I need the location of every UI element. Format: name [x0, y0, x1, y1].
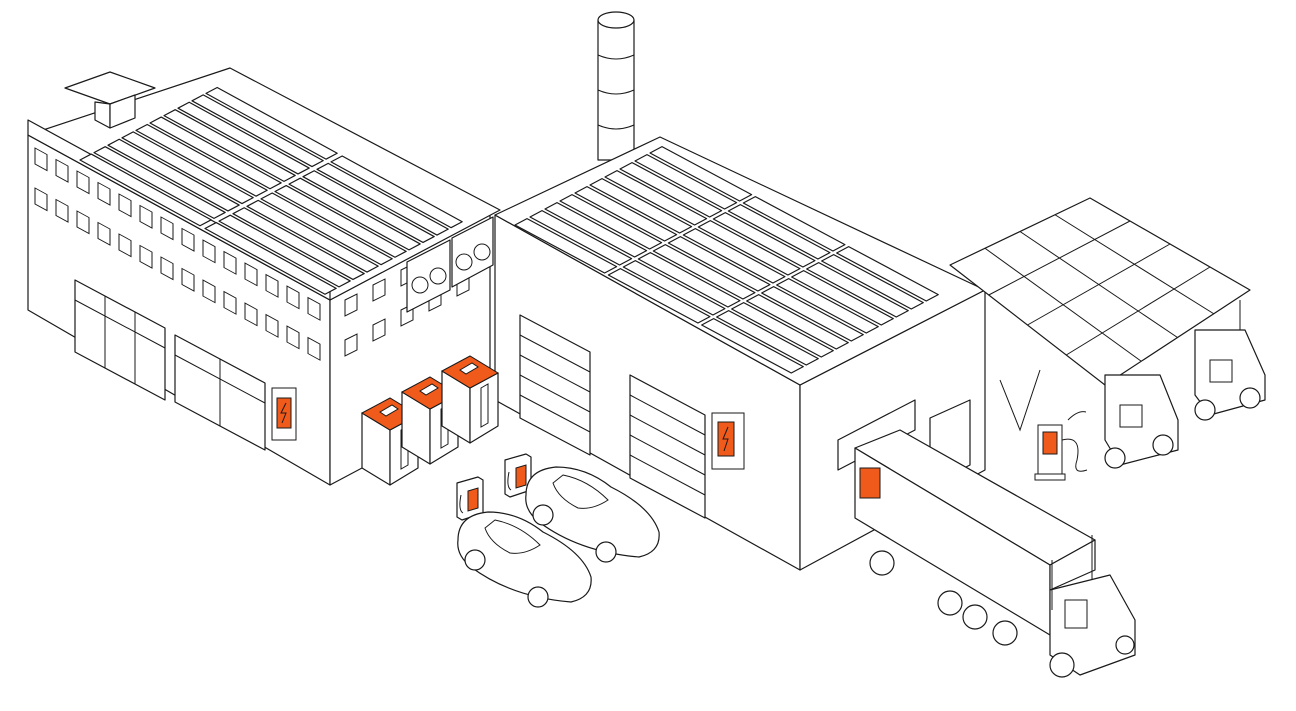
solar-panel — [191, 94, 324, 168]
solar-panel — [776, 278, 879, 334]
solar-panel — [260, 192, 393, 266]
office-roof-solar-panels — [79, 86, 463, 295]
office-windows — [34, 147, 470, 361]
solar-panel — [746, 294, 849, 350]
garage-door-1 — [74, 279, 166, 401]
solar-panel — [274, 184, 407, 258]
solar-panel — [667, 236, 771, 292]
solar-panel — [218, 214, 351, 288]
solar-panel — [716, 310, 819, 366]
solar-panel — [731, 302, 834, 358]
ac-units — [406, 216, 494, 313]
solar-panel — [821, 254, 924, 310]
chimney — [597, 11, 635, 161]
car-1 — [457, 511, 592, 608]
solar-panel — [544, 202, 648, 258]
solar-panel — [604, 170, 708, 226]
solar-panel — [589, 178, 693, 234]
solar-panel — [742, 196, 846, 252]
battery-icon — [419, 383, 439, 396]
solar-panel — [163, 109, 296, 182]
warehouse-roof-solar-panels — [514, 146, 939, 374]
solar-panel — [727, 204, 831, 260]
wall-charger-panel — [271, 387, 297, 441]
solar-panel — [619, 162, 723, 218]
solar-panel — [761, 286, 864, 342]
solar-panel — [634, 154, 738, 210]
solar-panel — [316, 162, 449, 236]
semi-truck — [854, 429, 1136, 678]
solar-panel — [607, 268, 711, 324]
truck-charger — [1034, 411, 1088, 481]
truck-cab-1 — [1104, 374, 1179, 469]
solar-panel — [246, 199, 379, 273]
solar-panel — [204, 221, 337, 295]
car-2 — [525, 466, 660, 563]
truck-cab-2 — [1194, 329, 1266, 421]
solar-panel — [107, 138, 240, 212]
solar-panel — [637, 252, 741, 308]
solar-panel — [712, 212, 816, 268]
battery-storage-units — [360, 355, 500, 486]
solar-panel — [697, 220, 801, 276]
solar-panel — [622, 260, 726, 316]
solar-panel — [232, 207, 365, 281]
solar-panel — [149, 116, 282, 190]
solar-panel — [682, 228, 786, 284]
solar-panel — [177, 101, 310, 175]
battery-icon — [459, 362, 479, 375]
solar-panel — [288, 177, 421, 251]
solar-panel — [121, 131, 254, 205]
solar-panel — [330, 155, 463, 229]
solar-panel — [652, 244, 756, 300]
wall-charger-panel — [711, 412, 745, 470]
rooftop-penthouse — [64, 71, 156, 129]
solar-panel — [514, 218, 618, 274]
solar-panel — [701, 318, 804, 374]
solar-panel — [559, 194, 663, 250]
battery-icon — [379, 404, 399, 417]
solar-panel — [649, 146, 753, 202]
solar-panel — [791, 270, 894, 326]
solar-canopy — [949, 197, 1251, 440]
solar-panel — [79, 153, 212, 227]
roller-door-1 — [519, 314, 591, 456]
solar-panel — [205, 86, 338, 160]
solar-panel — [574, 186, 678, 242]
garage-door-2 — [174, 334, 266, 451]
battery-unit — [440, 355, 500, 444]
solar-panel — [806, 262, 909, 318]
roller-door-2 — [629, 374, 706, 519]
solar-panel — [135, 123, 268, 197]
solar-panel — [836, 246, 939, 302]
solar-panel — [529, 210, 633, 266]
canopy-solar-grid — [984, 214, 1215, 362]
solar-panel — [302, 170, 435, 244]
solar-panel — [93, 146, 226, 219]
